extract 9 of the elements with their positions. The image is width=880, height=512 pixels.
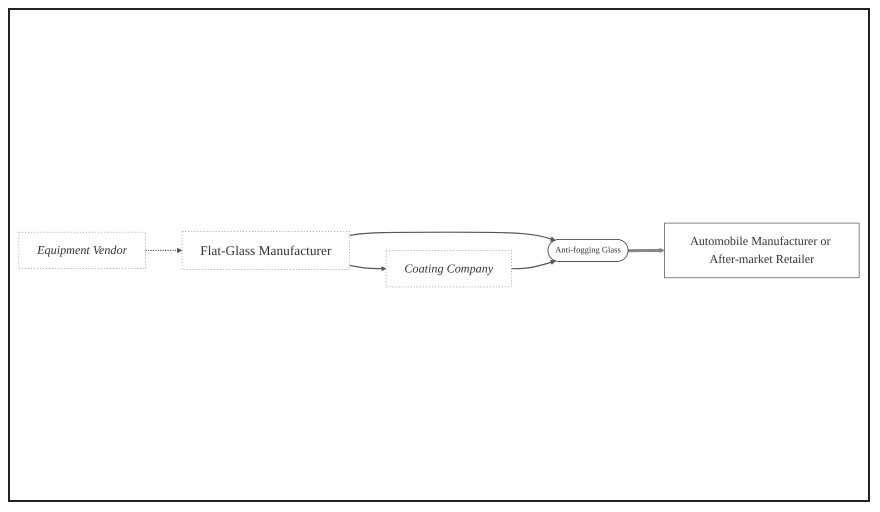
arrow	[350, 232, 556, 242]
arrow	[146, 248, 182, 254]
arrow	[350, 264, 386, 272]
node-box: Equipment Vendor	[18, 232, 146, 269]
arrow	[511, 260, 556, 270]
node-box: Coating Company	[386, 250, 512, 288]
arrow	[628, 248, 665, 254]
node-box: Flat-Glass Manufacturer	[182, 230, 350, 270]
node-box: Automobile Manufacturer or After-market Retailer	[664, 222, 860, 278]
